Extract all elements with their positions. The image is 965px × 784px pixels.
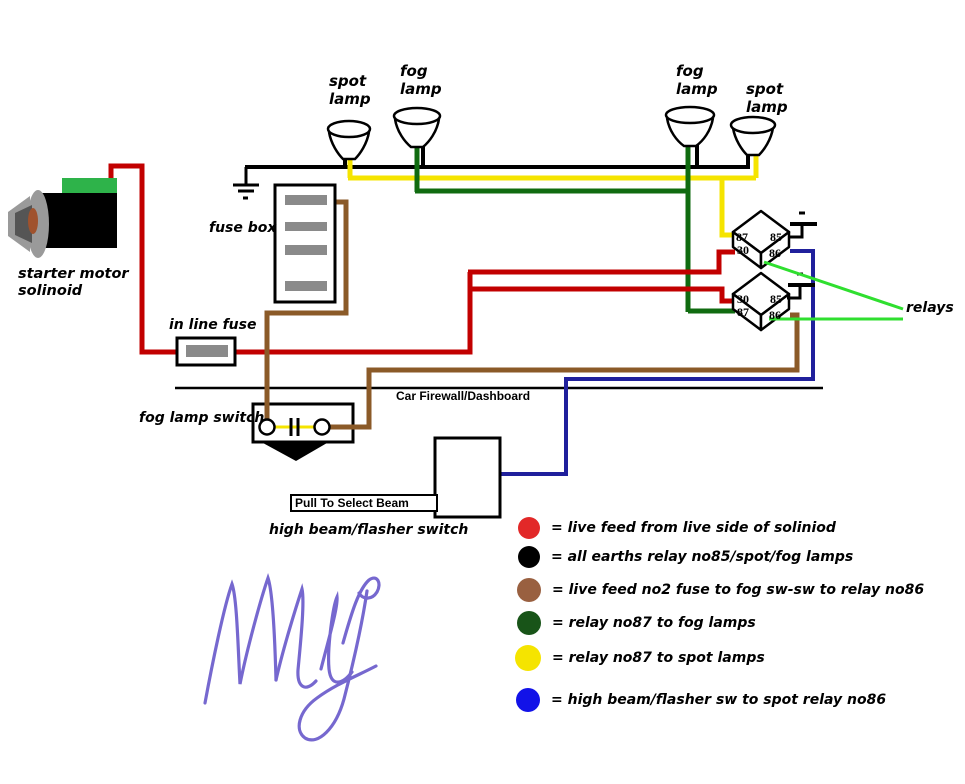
legend-text-blue: = high beam/flasher sw to spot relay no8… [551, 692, 887, 708]
label-relays: relays [906, 300, 954, 316]
relay-top-terminal-86: 86 [769, 246, 781, 260]
relay-bottom-terminal-85: 85 [770, 292, 782, 306]
legend-dot-blue [516, 688, 540, 712]
fuse-box [273, 183, 337, 304]
label-fog-lamp-right: fog lamp [676, 62, 718, 98]
ground-symbol-bus [233, 167, 259, 200]
label-fog-lamp-switch: fog lamp switch [139, 410, 265, 426]
legend-row-black: = all earths relay no85/spot/fog lamps [517, 545, 853, 569]
label-fog-lamp-left: fog lamp [400, 62, 442, 98]
label-starter-motor: starter motor solinoid [18, 266, 129, 299]
fog-switch-lever [263, 443, 327, 461]
legend-row-green: = relay no87 to fog lamps [516, 610, 756, 636]
relay-bottom-terminal-86: 86 [769, 308, 781, 322]
in-line-fuse [175, 336, 237, 367]
legend-text-yellow: = relay no87 to spot lamps [552, 650, 765, 666]
legend-dot-black [518, 546, 540, 568]
in-line-fuse-element [186, 345, 228, 357]
legend-row-brown: = live feed no2 fuse to fog sw-sw to rel… [516, 577, 924, 603]
label-high-beam-switch: high beam/flasher switch [269, 522, 469, 538]
relay-top-terminal-87: 87 [736, 230, 748, 244]
ground-symbol-relay-top [789, 211, 817, 239]
solenoid-horn-rim [27, 190, 49, 258]
legend-dot-green [517, 611, 541, 635]
legend-text-black: = all earths relay no85/spot/fog lamps [551, 549, 854, 565]
fog-lamp-right [664, 105, 716, 148]
wire-red-live [108, 163, 735, 355]
solenoid-body [38, 193, 117, 248]
label-firewall: Car Firewall/Dashboard [396, 389, 531, 403]
wire-earth-black [245, 142, 750, 169]
legend-dot-red [518, 517, 540, 539]
legend-row-blue: = high beam/flasher sw to spot relay no8… [515, 687, 886, 713]
pull-to-select-beam-tab: Pull To Select Beam [290, 494, 438, 512]
wire-brown-fogfeed [264, 199, 800, 430]
solenoid-horn-center [28, 208, 38, 234]
label-in-line-fuse: in line fuse [169, 317, 257, 333]
wire-green-fog [414, 142, 735, 314]
spot-lamp-right [729, 115, 777, 157]
high-beam-switch-box [433, 436, 502, 519]
relay-bottom-terminal-87: 87 [737, 305, 749, 319]
legend-row-yellow: = relay no87 to spot lamps [514, 644, 765, 672]
starter-motor-solenoid [8, 178, 117, 258]
legend-dot-yellow [515, 645, 541, 671]
label-spot-lamp-left: spot lamp [329, 72, 371, 108]
legend-dot-brown [517, 578, 541, 602]
label-fuse-box: fuse box [209, 220, 277, 236]
legend-text-red: = live feed from live side of soliniod [551, 520, 836, 536]
relays-pointer-lines [763, 260, 904, 321]
fog-lamp-switch [251, 402, 355, 461]
legend-row-red: = live feed from live side of soliniod [517, 516, 836, 540]
wire-blue-highbeam [500, 249, 815, 476]
legend-text-green: = relay no87 to fog lamps [552, 615, 756, 631]
relay-top-terminal-85: 85 [770, 230, 782, 244]
spot-lamp-left [326, 119, 372, 161]
relay-bottom-terminal-30: 30 [737, 292, 749, 306]
signature [203, 573, 381, 742]
fuse-box-fuses [285, 195, 327, 291]
fog-switch-box [251, 402, 355, 444]
relay-bottom [731, 271, 791, 332]
fog-switch-contacts [258, 418, 331, 436]
legend-text-brown: = live feed no2 fuse to fog sw-sw to rel… [552, 582, 925, 598]
label-spot-lamp-right: spot lamp [746, 80, 788, 116]
solenoid-terminal-block [62, 178, 117, 194]
relay-top [731, 209, 791, 270]
fog-lamp-left [392, 106, 442, 149]
relay-top-terminal-30: 30 [737, 243, 749, 257]
solenoid-horn-cone [15, 205, 32, 243]
